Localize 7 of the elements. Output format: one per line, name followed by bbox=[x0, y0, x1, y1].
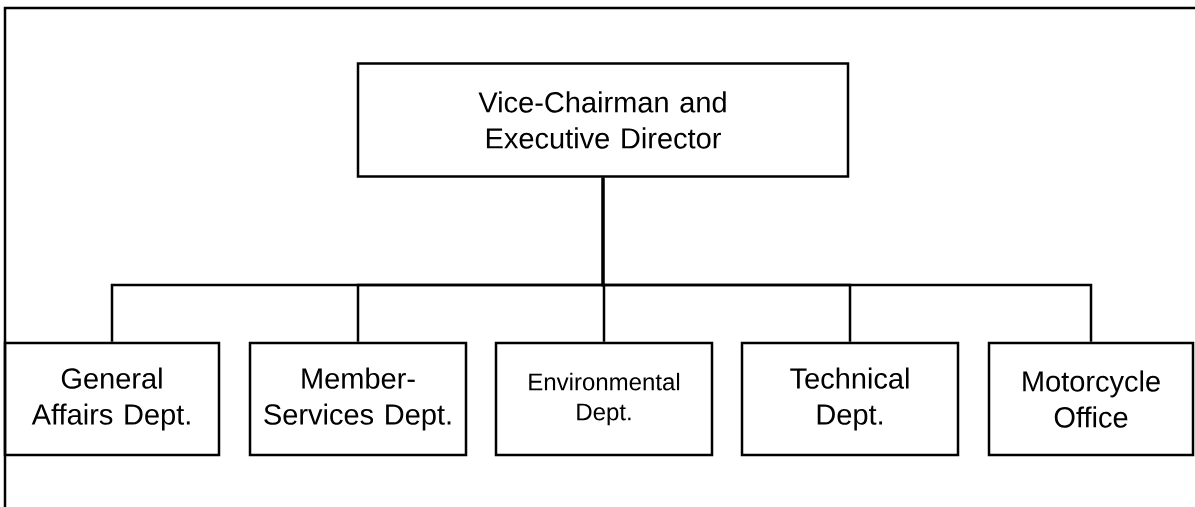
org-box: General Affairs Dept. bbox=[3, 341, 221, 457]
connector-line bbox=[601, 177, 1093, 342]
org-box: Environmental Dept. bbox=[494, 341, 714, 457]
org-box: Vice-Chairman and Executive Director bbox=[356, 62, 850, 178]
org-box: Motorcycle Office bbox=[987, 341, 1195, 457]
org-box: Member-Services Dept. bbox=[248, 341, 468, 457]
org-box: Technical Dept. bbox=[740, 341, 960, 457]
